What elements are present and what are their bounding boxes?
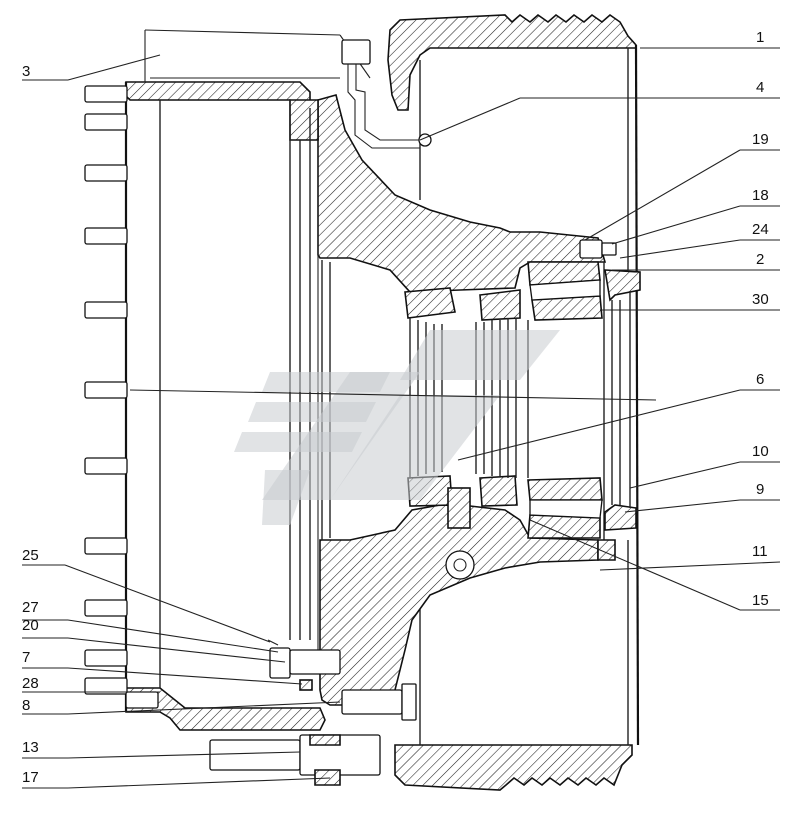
callout-9: 9 bbox=[756, 481, 764, 498]
callout-19: 19 bbox=[752, 131, 769, 148]
callout-18: 18 bbox=[752, 187, 769, 204]
callout-8: 8 bbox=[22, 697, 30, 714]
callout-13: 13 bbox=[22, 739, 39, 756]
callout-1: 1 bbox=[756, 29, 764, 46]
callout-25: 25 bbox=[22, 547, 39, 564]
callout-6: 6 bbox=[756, 371, 764, 388]
callout-28: 28 bbox=[22, 675, 39, 692]
wheel-drum bbox=[387, 13, 640, 791]
callout-27: 27 bbox=[22, 599, 39, 616]
wheel-studs bbox=[84, 85, 159, 709]
fittings bbox=[209, 39, 617, 786]
leader-lines bbox=[22, 47, 781, 789]
callout-20: 20 bbox=[22, 617, 39, 634]
callout-3: 3 bbox=[22, 63, 30, 80]
callout-labels: 1 4 19 18 24 2 30 6 10 9 11 15 3 25 27 2… bbox=[22, 29, 769, 786]
callout-24: 24 bbox=[752, 221, 769, 238]
callout-7: 7 bbox=[22, 649, 30, 666]
callout-11: 11 bbox=[752, 543, 768, 560]
callout-4: 4 bbox=[756, 79, 764, 96]
callout-30: 30 bbox=[752, 291, 769, 308]
callout-2: 2 bbox=[756, 251, 764, 268]
callout-15: 15 bbox=[752, 592, 769, 609]
gaz-logo-watermark-icon bbox=[234, 330, 560, 525]
callout-10: 10 bbox=[752, 443, 769, 460]
callout-17: 17 bbox=[22, 769, 39, 786]
